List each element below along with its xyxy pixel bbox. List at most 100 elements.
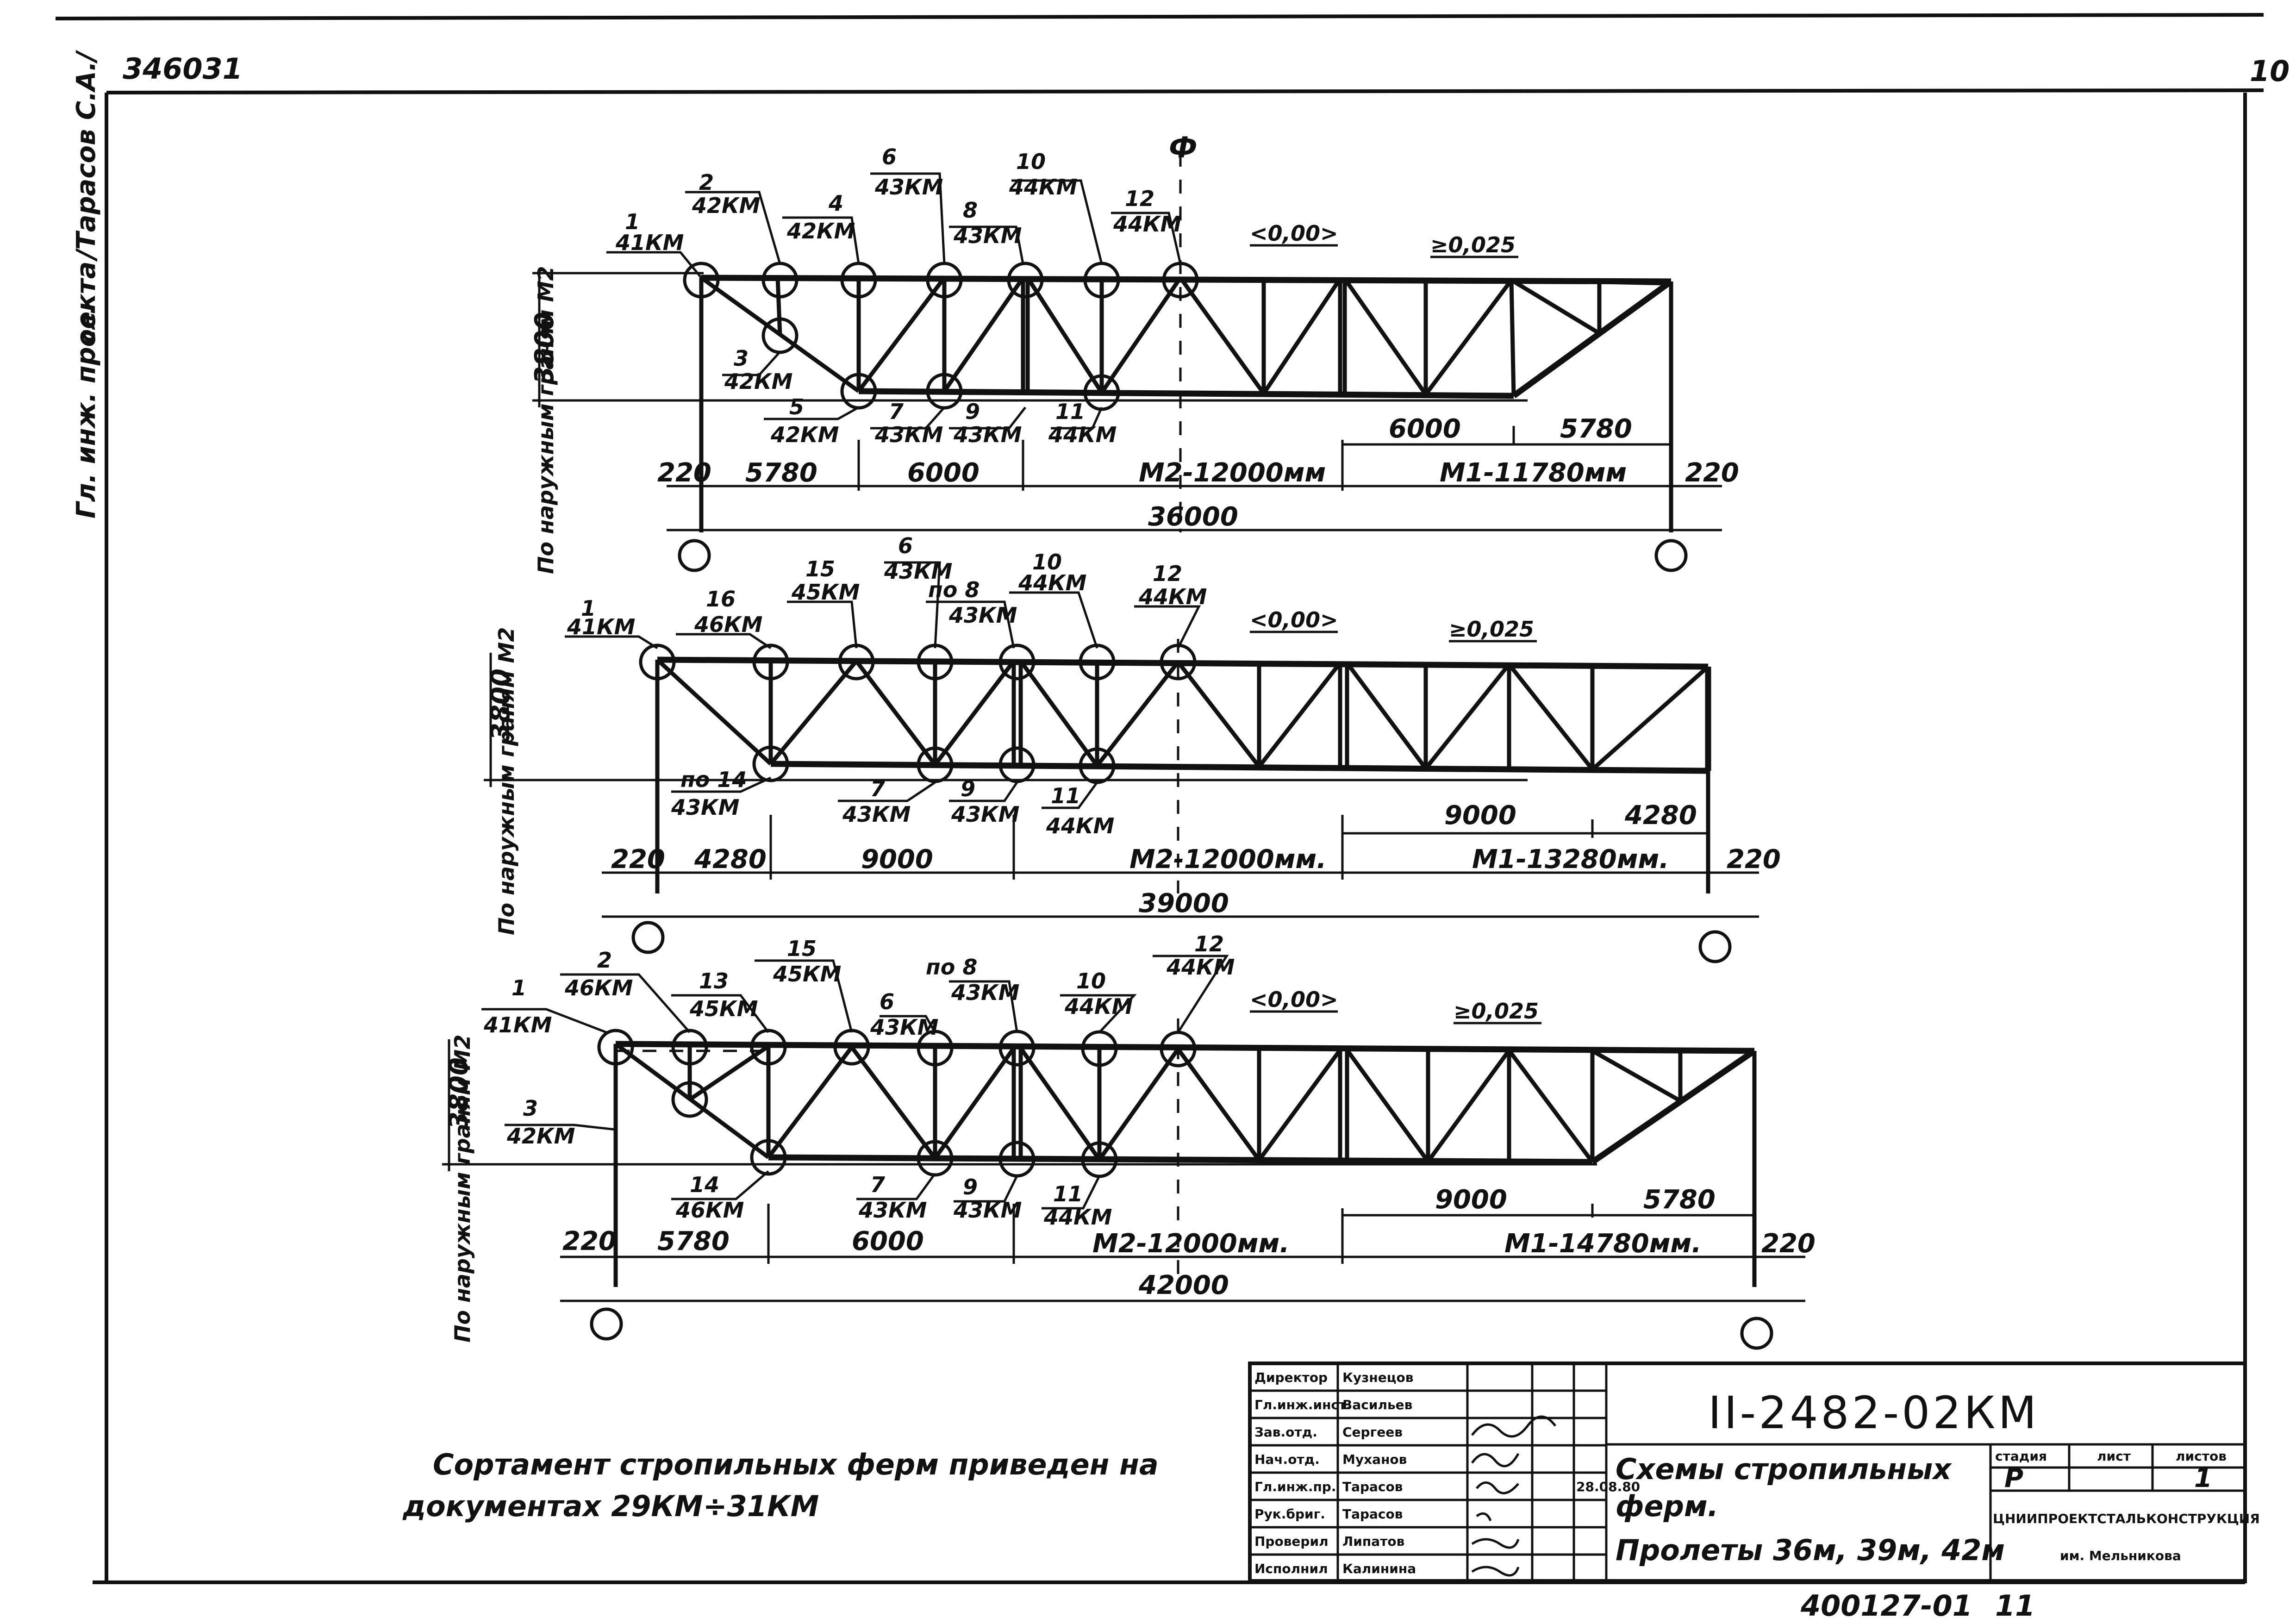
title-line-1: Схемы стропильных [1616, 1452, 1952, 1486]
slope-label: ≥0,025 [1454, 999, 1539, 1024]
role: Директор [1254, 1370, 1328, 1385]
side-note: По наружным граням М2 [450, 1035, 475, 1343]
node-label: 46КМ [675, 1198, 744, 1223]
node-label: 43КМ [951, 980, 1019, 1005]
title-line-3: Пролеты 36м, 39м, 42м [1616, 1533, 2005, 1567]
support-right: 220 [1685, 458, 1739, 488]
node-label: 8 [963, 198, 978, 223]
name: Васильев [1342, 1397, 1412, 1412]
node-label: 2 [597, 948, 612, 973]
node-label: 45КМ [791, 580, 860, 605]
m1-label: М1-11780мм [1440, 458, 1627, 488]
node-label: 41КМ [567, 614, 635, 639]
node-label: 1 [512, 975, 526, 1000]
node-label: 5 [789, 394, 804, 419]
m1-sub-b: 4280 [1624, 800, 1697, 831]
slope-label: ≥0,025 [1430, 232, 1516, 257]
node-label: 15 [805, 556, 835, 581]
slope-flat-label: <0,00> [1250, 987, 1338, 1012]
inventory-number: 346031 [123, 52, 243, 86]
node-label: 46КМ [564, 975, 633, 1000]
role: Нач.отд. [1254, 1452, 1320, 1467]
node-label: 1 [581, 596, 596, 621]
node-label: 12 [1153, 561, 1182, 586]
name: Сергеев [1342, 1424, 1403, 1440]
support-right: 220 [1727, 844, 1781, 874]
node-label: 11 [1051, 783, 1080, 808]
panel-a: 5780 [657, 1226, 730, 1256]
node-label: 6 [882, 144, 897, 169]
sheets-header: листов [2176, 1449, 2227, 1464]
m1-sub-a: 9000 [1435, 1185, 1507, 1215]
node-label: 43КМ [951, 802, 1019, 827]
node-label: 10 [1076, 968, 1106, 993]
node-label: 44КМ [1113, 212, 1181, 237]
node-label: 46КМ [694, 612, 762, 637]
node-label: 43КМ [953, 223, 1022, 248]
name: Муханов [1342, 1452, 1407, 1467]
height-dim: 3800 [530, 312, 560, 384]
role: Проверил [1254, 1534, 1329, 1549]
sheet-frame [55, 13, 2264, 1584]
m1-sub-a: 9000 [1444, 800, 1516, 831]
node-label: 16 [706, 587, 736, 612]
org-subtitle: им. Мельникова [2060, 1548, 2181, 1563]
slope-flat-label: <0,00> [1250, 221, 1338, 246]
role: Гл.инж.пр. [1254, 1479, 1336, 1494]
node-label: 1 [625, 209, 640, 234]
span-dim: 42000 [1138, 1270, 1229, 1300]
node-label: 42КМ [724, 369, 792, 394]
name: Калинина [1342, 1561, 1416, 1576]
stage-value: Р [2004, 1463, 2023, 1493]
node-label: 41КМ [615, 230, 684, 255]
node-label: 9 [963, 1174, 978, 1199]
truss-39m: 1 41КМ 16 46КМ 15 45КМ 6 43КМ по 8 43КМ … [484, 533, 1781, 963]
role: Рук.бриг. [1254, 1506, 1325, 1522]
signatures [1471, 1415, 1556, 1577]
node-label: 43КМ [874, 175, 943, 200]
node-label: 2 [699, 170, 714, 195]
m2-label: М2-12000мм. [1129, 844, 1327, 874]
node-label: 7 [870, 1172, 885, 1197]
m2-label: М2-12000мм. [1092, 1229, 1290, 1259]
node-label: 42КМ [770, 422, 839, 447]
truss-42m: 1 41КМ 2 46КМ 13 45КМ 15 45КМ 6 43КМ по … [442, 931, 1816, 1350]
archive-number: 400127-01 [1800, 1589, 1972, 1623]
axis-symbol: Ф [1169, 131, 1198, 164]
side-label: Гл. инж. проекта [71, 262, 101, 518]
support-left: 220 [562, 1226, 617, 1256]
stamp-date: 28.08.80 [1576, 1479, 1640, 1494]
node-label: 44КМ [1064, 994, 1133, 1019]
slope-label: ≥0,025 [1449, 617, 1534, 642]
note-line-2: документах 29КМ÷31КМ [402, 1489, 819, 1523]
role: Зав.отд. [1254, 1424, 1317, 1440]
page-number: 11 [1995, 1589, 2035, 1623]
node-label: 6 [880, 989, 894, 1014]
panel-b: 9000 [861, 844, 933, 874]
node-label: 45КМ [689, 996, 758, 1021]
node-label: по 8 [926, 955, 977, 980]
node-label: 41КМ [483, 1012, 552, 1037]
node-label: 42КМ [506, 1124, 575, 1149]
node-label: 14 [690, 1172, 719, 1197]
node-label: 44КМ [1048, 422, 1117, 447]
node-label: 43КМ [842, 802, 911, 827]
node-label: 13 [699, 968, 729, 993]
name: Кузнецов [1342, 1370, 1413, 1385]
node-label: 12 [1125, 186, 1154, 211]
panel-b: 6000 [907, 458, 980, 488]
panel-a: 5780 [745, 458, 817, 488]
node-label: 43КМ [953, 422, 1022, 447]
node-label: 43КМ [953, 1198, 1022, 1223]
m1-label: М1-14780мм. [1504, 1229, 1702, 1259]
stage-header: стадия [1995, 1449, 2047, 1464]
node-label: 6 [898, 533, 913, 558]
m1-label: М1-13280мм. [1472, 844, 1669, 874]
panel-b: 6000 [852, 1226, 924, 1256]
node-label: 43КМ [870, 1015, 938, 1040]
name: Тарасов [1342, 1479, 1403, 1494]
node-label: 44КМ [1046, 813, 1114, 838]
node-label: 43КМ [671, 795, 739, 820]
node-label: 44КМ [1043, 1205, 1112, 1230]
name: Липатов [1342, 1534, 1404, 1549]
